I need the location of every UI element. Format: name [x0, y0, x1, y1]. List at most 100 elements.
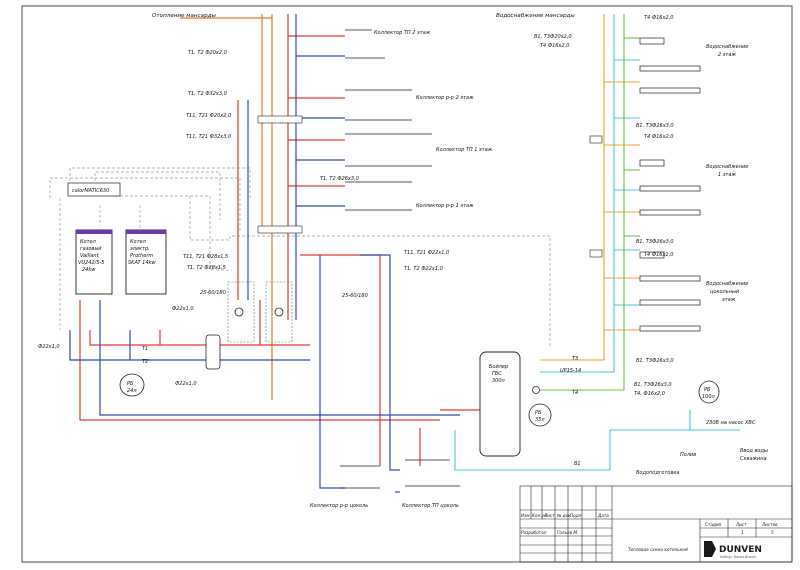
label-pipe: Т11, Т21 Ф22х1,0 — [404, 250, 449, 256]
label-dhw-2: ГВС — [492, 371, 502, 377]
tb-title: Тепловая схема котельной — [628, 547, 688, 552]
title-block-grid — [519, 485, 793, 563]
return-pipes — [69, 14, 460, 493]
label-boiler-gas-5: 24kw — [82, 267, 96, 273]
label-heating-attic: Отопление мансарды — [152, 13, 216, 19]
label-pipe: Т1, Т2 Ф28х1,5 — [187, 265, 226, 271]
collector-rows — [340, 29, 460, 489]
gas-boiler-top — [76, 230, 112, 234]
label-up: UP15-14 — [560, 368, 581, 374]
label-boiler-el-1: Котел — [130, 239, 147, 245]
tb-col-sign: Подп. — [570, 513, 583, 518]
label-pipe-water: Т4 Ф16х2,0 — [644, 134, 673, 140]
label-pipe: Т11, Т21 Ф28х1,5 — [183, 254, 228, 260]
label-water-treatment: Водоподготовка — [636, 470, 679, 476]
attic-heating-pipes — [180, 14, 273, 400]
pump-group-2 — [265, 281, 293, 343]
label-pipe-water: В1, Т3Ф20х2,0 — [534, 34, 572, 40]
tb-sheet-h: Лист — [735, 522, 747, 527]
label-exp-cold-2: 100л — [702, 394, 716, 400]
label-pump-note: 230В на насос ХВС — [706, 420, 756, 426]
expansion-tank-dhw — [528, 403, 552, 427]
hydraulic-separator — [205, 334, 221, 370]
label-boiler-el-3: Protherm — [130, 253, 153, 259]
wall-crossings — [257, 115, 603, 258]
label-exp-dhw-2: 35л — [535, 417, 545, 423]
label-pipe-water: Т4. Ф16х2,0 — [634, 391, 665, 397]
water-manifolds — [639, 37, 701, 332]
label-water-c-a: Водоснабжение — [706, 281, 748, 287]
label-pump: 25-60/180 — [342, 293, 368, 299]
pump-icon — [234, 307, 244, 317]
label-exp-dhw-1: РБ — [535, 410, 542, 416]
logo-name: DUNVEN — [719, 545, 762, 555]
tb-developed: Разработал — [521, 530, 547, 535]
tb-developer: Гольев М. — [557, 530, 578, 535]
tb-col-doc: № док. — [556, 513, 572, 518]
gas-boiler — [75, 229, 113, 295]
recirc-pump-icon — [532, 386, 540, 394]
label-pipe-water: Т4 Ф16х2,0 — [540, 43, 569, 49]
label-pipe-water: В1, Т3Ф26х3,0 — [636, 123, 674, 129]
tb-sheets-h: Листов — [761, 522, 778, 527]
label-t1: Т1 — [142, 346, 148, 352]
label-pipe: Ф22х1,0 — [175, 381, 197, 387]
tb-col-kol: Кол.уч — [532, 513, 547, 518]
label-collector: Коллектор р-р 2 этаж — [416, 95, 474, 101]
logo-tagline: Inženýr- Biznes-Branch — [720, 555, 756, 559]
label-t3: Т3 — [572, 356, 578, 362]
label-controller: calorMATIC630 — [72, 188, 109, 194]
label-water-1-a: Водоснабжение — [706, 164, 748, 170]
label-boiler-el-2: электр. — [130, 246, 150, 252]
dhw-tank — [479, 351, 521, 457]
label-pipe: Т11, Т21 Ф32х3,0 — [186, 134, 231, 140]
label-t2: Т2 — [142, 359, 148, 365]
label-water-c-b: цокольный — [710, 289, 740, 295]
label-boiler-gas-2: газовый — [80, 246, 102, 252]
controller-box — [67, 182, 121, 197]
company-logo: DUNVEN Inženýr- Biznes-Branch — [704, 541, 762, 559]
label-water-2-a: Водоснабжение — [706, 44, 748, 50]
label-collector: Коллектор р-р цоколь — [310, 503, 368, 509]
label-b1: В1 — [574, 461, 581, 467]
electric-boiler — [125, 229, 167, 295]
tb-col-izm: Изм. — [521, 513, 531, 518]
label-pipe: Т1, Т2 Ф32х3,0 — [188, 91, 227, 97]
label-exp-heating-2: 24л — [127, 388, 137, 394]
label-boiler-gas-1: Котел — [80, 239, 97, 245]
label-well-2: Скважина — [740, 456, 767, 462]
tb-col-date: Дата — [597, 513, 609, 518]
label-water-2-b: 2 этаж — [718, 52, 736, 58]
pump-group-1 — [227, 281, 255, 343]
expansion-tank-cold — [698, 380, 720, 404]
drawing-frame — [21, 5, 793, 563]
label-pipe: Ф22х1,0 — [38, 344, 60, 350]
label-pipe: Т1, Т2 Ф20х2,0 — [188, 50, 227, 56]
label-pipe-water: Т4 Ф16х2,0 — [644, 252, 673, 258]
label-collector: Коллектор ТП цоколь — [402, 503, 459, 509]
label-collector: Коллектор ТП 1 этаж — [436, 147, 493, 153]
label-pipe-water: В1, Т3Ф26х3,0 — [634, 382, 672, 388]
label-pipe: Т11, Т21 Ф20х2,0 — [186, 113, 231, 119]
logo-mark-icon — [704, 541, 716, 557]
label-boiler-gas-4: VU242/5-5 — [78, 260, 104, 266]
label-dhw-1: Бойлер — [489, 364, 508, 370]
label-collector: Коллектор р-р 1 этаж — [416, 203, 474, 209]
label-exp-heating-1: РБ — [127, 381, 134, 387]
tb-stage: Стадия — [705, 522, 722, 527]
label-water-1-b: 1 этаж — [718, 172, 736, 178]
label-pipe: Т1, Т2 Ф22х1,0 — [404, 266, 443, 272]
label-water-attic: Водоснабжение мансарды — [496, 13, 575, 19]
control-wiring — [49, 167, 551, 348]
pump-icon — [274, 307, 284, 317]
label-pipe-water: В1, Т3Ф26х3,0 — [636, 358, 674, 364]
label-pipe: Ф22х1,0 — [172, 306, 194, 312]
expansion-tank-heating — [119, 373, 145, 397]
tb-sheets: 5 — [771, 530, 774, 535]
label-boiler-gas-3: Vaillant — [80, 253, 100, 259]
tb-sheet: 1 — [741, 530, 744, 535]
label-pump: 25-60/180 — [200, 290, 226, 296]
label-pipe-water: В1, Т3Ф26х3,0 — [636, 239, 674, 245]
